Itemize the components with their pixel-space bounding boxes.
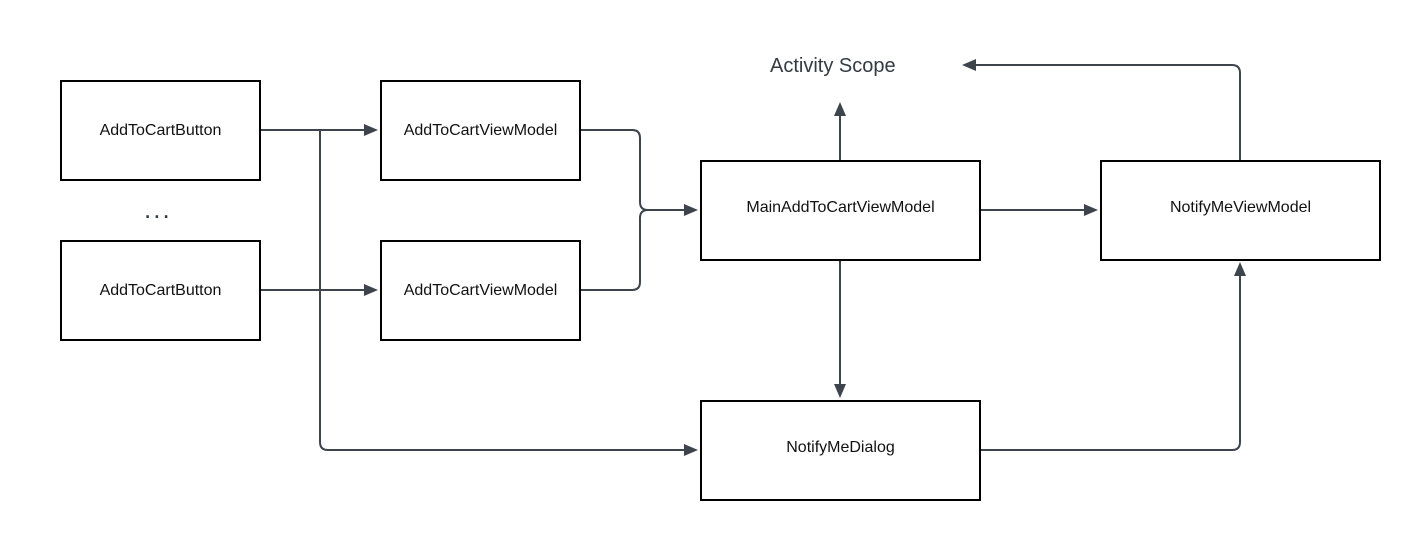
arrowhead-to-activity-scope xyxy=(834,102,846,116)
node-label: AddToCartButton xyxy=(99,121,222,139)
node-label: NotifyMeDialog xyxy=(786,438,895,456)
arrowhead-to-main xyxy=(684,204,698,216)
node-add-to-cart-button-2: AddToCartButton xyxy=(60,240,261,341)
arrowhead-notify-viewmodel-to-activity-scope xyxy=(962,59,976,71)
node-label: AddToCartViewModel xyxy=(403,281,558,299)
arrowhead-to-notify-viewmodel xyxy=(1084,204,1098,216)
node-main-add-to-cart-view-model: MainAddToCartViewModel xyxy=(700,160,981,261)
arrowhead-main-to-notify-dialog xyxy=(834,384,846,398)
arrowhead-to-notify-dialog xyxy=(684,444,698,456)
arrowhead-button1-to-viewmodel1 xyxy=(364,124,378,136)
node-notify-me-view-model: NotifyMeViewModel xyxy=(1100,160,1381,261)
node-add-to-cart-view-model-2: AddToCartViewModel xyxy=(380,240,581,341)
edge-buttons-to-notify-dialog xyxy=(319,130,686,451)
node-label: AddToCartViewModel xyxy=(403,121,558,139)
edge-dialog-to-notify-viewmodel xyxy=(980,274,1241,451)
node-label: AddToCartButton xyxy=(99,281,222,299)
edge-viewmodel1-to-main xyxy=(580,129,686,211)
node-label: MainAddToCartViewModel xyxy=(746,198,935,216)
ellipsis-indicator: ... xyxy=(144,194,172,224)
arrowhead-button2-to-viewmodel2 xyxy=(364,284,378,296)
arrowhead-dialog-to-notify-viewmodel xyxy=(1234,262,1246,276)
activity-scope-label: Activity Scope xyxy=(770,55,896,77)
node-add-to-cart-button-1: AddToCartButton xyxy=(60,80,261,181)
node-label: NotifyMeViewModel xyxy=(1169,198,1312,216)
node-add-to-cart-view-model-1: AddToCartViewModel xyxy=(380,80,581,181)
edge-viewmodel2-to-main xyxy=(580,209,649,291)
node-notify-me-dialog: NotifyMeDialog xyxy=(700,400,981,501)
edge-notify-viewmodel-to-activity-scope xyxy=(974,64,1241,160)
